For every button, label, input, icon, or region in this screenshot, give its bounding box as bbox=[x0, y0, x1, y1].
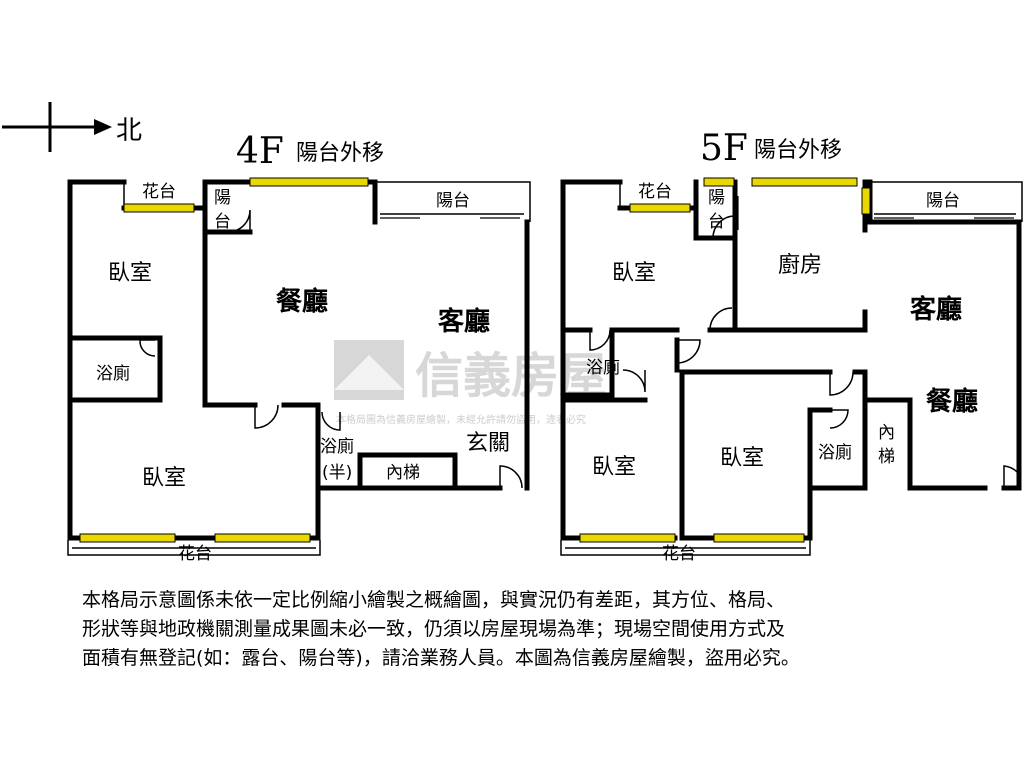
floor5-bedroom-1: 臥室 bbox=[612, 261, 656, 286]
floor5-bedroom-3: 臥室 bbox=[720, 446, 764, 471]
floor5-planter-top: 花台 bbox=[638, 182, 672, 202]
floor4-planter-top: 花台 bbox=[142, 182, 176, 202]
floor5-bath-2: 浴廁 bbox=[818, 442, 852, 463]
floor5-bath-1: 浴廁 bbox=[586, 357, 620, 378]
floor4-balcony-small-1: 陽 bbox=[214, 188, 231, 208]
compass-north-label: 北 bbox=[116, 116, 142, 146]
disclaimer-line: 面積有無登記(如：露台、陽台等)，請洽業務人員。本圖為信義房屋繪製，盜用必究。 bbox=[82, 647, 800, 669]
watermark: 信義房屋 本格局圖為信義房屋繪製，未經允許請勿盜用，違者必究 bbox=[334, 340, 607, 426]
floor5-stairs-2: 梯 bbox=[878, 447, 895, 467]
floor5-planter-bottom: 花台 bbox=[662, 544, 696, 564]
floor4-dining: 餐廳 bbox=[276, 286, 328, 317]
disclaimer-text: 本格局示意圖係未依一定比例縮小繪製之概繪圖，與實況仍有差距，其方位、格局、 形狀… bbox=[82, 586, 952, 673]
floor5-note: 陽台外移 bbox=[754, 138, 842, 163]
floor4-entry: 玄關 bbox=[466, 431, 510, 456]
disclaimer-line: 形狀等與地政機關測量成果圖未必一致，仍須以房屋現場為準；現場空間使用方式及 bbox=[82, 618, 786, 640]
floor4-living: 客廳 bbox=[438, 306, 490, 337]
floor5-windows bbox=[579, 177, 871, 543]
floor4-stairs: 內梯 bbox=[386, 463, 420, 483]
floor4-note: 陽台外移 bbox=[296, 141, 384, 166]
floor4-half-bath-2: (半) bbox=[322, 463, 352, 483]
floor5-title: 5F bbox=[700, 128, 748, 169]
floor5-balcony: 陽台 bbox=[926, 191, 960, 211]
floor4-planter-bottom: 花台 bbox=[178, 544, 212, 564]
floor5-living: 客廳 bbox=[910, 294, 962, 325]
floor4-balcony: 陽台 bbox=[436, 191, 470, 211]
floor4-balcony-small-2: 台 bbox=[214, 212, 231, 232]
floor5-bedroom-2: 臥室 bbox=[592, 455, 636, 480]
floor4-title: 4F bbox=[236, 131, 284, 172]
watermark-notice: 本格局圖為信義房屋繪製，未經允許請勿盜用，違者必究 bbox=[336, 413, 586, 426]
compass-arrow-icon bbox=[2, 102, 112, 152]
floor5-dining: 餐廳 bbox=[926, 386, 978, 417]
floor5-plan bbox=[560, 179, 1023, 556]
floor5-stairs-1: 內 bbox=[878, 423, 895, 443]
floor4-bedroom-1: 臥室 bbox=[108, 261, 152, 286]
floor5-kitchen: 廚房 bbox=[778, 253, 822, 278]
floor4-bedroom-2: 臥室 bbox=[142, 466, 186, 491]
disclaimer-line: 本格局示意圖係未依一定比例縮小繪製之概繪圖，與實況仍有差距，其方位、格局、 bbox=[82, 589, 786, 611]
floor5-balcony-small-1: 陽 bbox=[708, 188, 725, 208]
floor4-bath: 浴廁 bbox=[96, 363, 130, 384]
floor4-half-bath-1: 浴廁 bbox=[320, 436, 354, 457]
floor5-balcony-small-2: 台 bbox=[708, 212, 725, 232]
floor4-windows bbox=[79, 177, 369, 543]
